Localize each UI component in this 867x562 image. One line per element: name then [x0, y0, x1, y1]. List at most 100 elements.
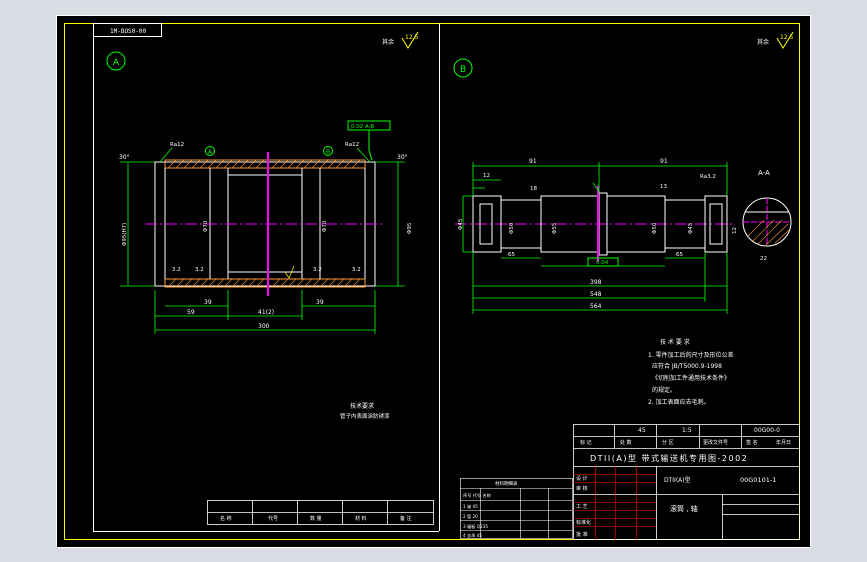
dim-phi-shaft: Φ45 — [458, 218, 464, 230]
title-part-name: 滚筒 , 轴 — [670, 504, 698, 513]
dim-564: 564 — [590, 303, 602, 310]
right-view: 0.04 91 91 12 18 13 Ra3.2 65 65 398 548 … — [455, 158, 792, 314]
roughness-a-value: 12.5 — [405, 34, 419, 41]
left-strip-cell-0: 名 称 — [220, 515, 232, 522]
left-strip-cell-3: 材 料 — [355, 515, 367, 522]
view-b-circle — [453, 58, 473, 78]
title-left-label-0: 设 计 — [576, 475, 588, 482]
roughness-a-label: 其余 — [382, 38, 394, 46]
dim-548: 548 — [590, 291, 602, 298]
view-b-label: B — [460, 65, 466, 75]
left-strip-cell-1: 代号 — [268, 515, 278, 522]
mini-table-row-2: 2 管 20 — [463, 513, 478, 520]
left-note-title: 技术要求 — [350, 402, 374, 410]
drawing-background — [56, 15, 811, 548]
mini-table — [460, 478, 573, 539]
dim-ra-left: Ra12 — [170, 142, 184, 148]
dim-65b: 65 — [676, 252, 683, 258]
dim-phi-mid-a: Φ50 — [509, 222, 515, 234]
title-left-label-4: 批 准 — [576, 531, 588, 538]
dim-phi-end: Φ45 — [688, 222, 694, 234]
dim-13: 13 — [660, 184, 667, 190]
hatch-top — [167, 159, 361, 169]
mini-table-row-3: 3 辐板 Q235 — [463, 523, 488, 530]
dim-label-b: 3.2 — [195, 267, 204, 273]
dim-12: 12 — [483, 173, 490, 179]
title-left-label-2: 工 艺 — [576, 504, 588, 510]
left-view: A B 0.02 A-B 300 59 39 — [119, 120, 413, 420]
dim-total: 300 — [258, 323, 270, 330]
roughness-a-symbol — [401, 31, 419, 49]
dim-label-c: 3.2 — [313, 267, 322, 273]
datum-a-left: A — [208, 149, 213, 156]
tech-notes-line2: 应符合 JB/T5000.9-1998 — [652, 362, 722, 370]
dim-top-a: 91 — [529, 158, 537, 165]
title-left-label-3: 标准化 — [576, 519, 591, 526]
title-sheet: 00G00-0 — [754, 427, 780, 434]
section-label: A-A — [758, 169, 770, 177]
shaft-tolerance-frame — [587, 257, 619, 267]
roughness-b-label: 其余 — [757, 38, 769, 46]
dim-ra-right: Ra12 — [345, 142, 359, 148]
title-row-label-4: 签 名 — [746, 439, 758, 446]
pipe-wall-bottom — [164, 278, 366, 288]
mini-table-row-0: 序号 代号 名称 — [463, 492, 491, 499]
title-row-label-2: 分 区 — [662, 439, 674, 446]
title-row-label-0: 标 记 — [580, 439, 592, 446]
code-box — [93, 23, 162, 37]
dim-phi-right: Φ95 — [407, 222, 413, 234]
title-part-no: 00G0101-1 — [740, 476, 776, 484]
dim-phi-left: Φ95(H7) — [122, 223, 128, 246]
left-title-strip — [207, 500, 434, 525]
dim-section-22: 22 — [760, 256, 767, 262]
datum-b-left: B — [326, 149, 330, 156]
tech-notes-line5: 2. 加工表面应去毛刺。 — [648, 398, 710, 406]
title-row-label-1: 处 数 — [620, 439, 632, 446]
dim-39b: 39 — [316, 299, 324, 306]
view-a-circle — [106, 51, 126, 71]
dim-phi-inner-a: Φ70 — [203, 220, 209, 232]
tolerance-frame-text: 0.02 A-B — [351, 124, 374, 130]
left-strip-cell-2: 数 量 — [310, 515, 322, 522]
mini-table-row-4: 4 支承 45 — [463, 532, 482, 539]
view-a-label: A — [113, 58, 120, 68]
left-strip-cell-4: 备 注 — [400, 515, 412, 522]
dim-65: 65 — [508, 252, 515, 258]
title-block-grid — [573, 466, 656, 540]
dim-label-a: 3.2 — [172, 267, 181, 273]
dim-chamfer-left: 30° — [119, 154, 130, 161]
tech-notes: 技 术 要 求 1. 零件加工后的尺寸及形位公差 应符合 JB/T5000.9-… — [648, 338, 734, 406]
tech-notes-line4: 的规定。 — [652, 386, 676, 394]
roughness-b-symbol — [776, 31, 794, 49]
title-row-label-5: 年月日 — [776, 439, 791, 446]
title-scale: 1:5 — [682, 427, 692, 434]
pipe-wall-top — [164, 159, 366, 169]
mini-table-row-1: 1 轴 45 — [463, 503, 478, 510]
title-material: 45 — [638, 427, 646, 434]
dim-398: 398 — [590, 279, 602, 286]
title-row-label-3: 更改文件号 — [703, 439, 728, 446]
tech-notes-line3: 《切削加工件通用技术条件》 — [652, 374, 730, 382]
dim-chamfer-right: 30° — [397, 154, 408, 161]
title-drawing-no: DTII(A)型 — [664, 476, 691, 484]
left-note-line: 管子内表面涂防锈漆 — [340, 412, 390, 420]
roughness-b-value: 12.5 — [780, 34, 794, 41]
dim-phi-mid-c: Φ50 — [652, 222, 658, 234]
title-block — [573, 424, 800, 540]
dim-41: 41(2) — [258, 309, 274, 316]
tech-notes-title: 技 术 要 求 — [660, 338, 690, 346]
title-left-label-1: 审 核 — [576, 485, 588, 492]
dim-59: 59 — [187, 309, 195, 316]
code-box-text: 1M-BOS0-00 — [110, 28, 147, 35]
dim-tol: 0.04 — [596, 260, 609, 266]
dim-section-12: 12 — [732, 227, 738, 234]
inner-frame — [64, 23, 800, 540]
title-project: DTII(A)型 带式输送机专用图-2002 — [590, 453, 748, 463]
dim-ra-a: Ra3.2 — [700, 174, 716, 180]
dim-phi-mid-b: Φ55 — [552, 222, 558, 234]
hatch-bottom — [167, 278, 361, 288]
dim-label-d: 3.2 — [352, 267, 361, 273]
dim-18: 18 — [530, 186, 537, 192]
section-hatch — [747, 219, 790, 246]
